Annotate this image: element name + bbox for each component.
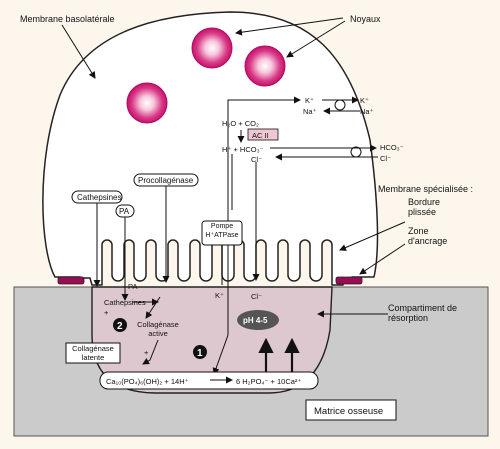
equation-box bbox=[99, 371, 319, 390]
step-1-circle bbox=[193, 345, 207, 359]
bordure-plissee-label: Bordure plissée bbox=[408, 197, 441, 217]
nucleus bbox=[191, 27, 233, 69]
equation-left-text: Ca₁₀(PO₄)₆(OH)₂ + 14H⁺ bbox=[106, 377, 189, 386]
membrane-basolaterale-label: Membrane basolatérale bbox=[20, 14, 115, 24]
cl-out-text: Cl⁻ bbox=[380, 154, 391, 163]
matrice-box bbox=[305, 399, 397, 421]
k-in-text: K⁺ bbox=[305, 96, 314, 105]
cl-in-text: Cl⁻ bbox=[251, 155, 262, 164]
h2o-co2-text: H₂O + CO₂ bbox=[222, 119, 259, 128]
leader-ancrage bbox=[359, 243, 406, 275]
k-out-text: K⁺ bbox=[360, 96, 369, 105]
ph-text: pH 4-5 bbox=[243, 316, 268, 325]
exchanger-circle bbox=[334, 99, 346, 111]
zone-ancrage-fo: Zone d'ancrage bbox=[408, 226, 448, 246]
noyaux-label: Noyaux bbox=[350, 14, 381, 24]
collagenase-latente-label: Collagénase latente bbox=[72, 344, 114, 362]
hco3-out-text: HCO₃⁻ bbox=[380, 143, 404, 152]
nucleus bbox=[244, 45, 286, 87]
collagenase-active-fo: Collagénase active bbox=[137, 320, 179, 338]
anchor-zone-left bbox=[57, 276, 85, 285]
compartiment-label: Compartiment de résorption bbox=[388, 303, 458, 323]
k-na-pathway bbox=[227, 96, 301, 320]
collagenase-latente-box bbox=[65, 342, 121, 364]
leader-bordure bbox=[339, 221, 406, 251]
ac2-text: AC II bbox=[252, 131, 269, 140]
ac2-box bbox=[247, 128, 279, 141]
cl-lacuna-text: Cl⁻ bbox=[251, 292, 262, 301]
leader-membrane bbox=[61, 24, 96, 79]
k-pump-text: K⁺ bbox=[215, 291, 224, 300]
step-1-text: 1 bbox=[197, 348, 203, 359]
leader-noyau bbox=[235, 17, 344, 36]
cathepsines-inner-text: Cathepsines bbox=[104, 298, 146, 307]
bordure-plissee-fo: Bordure plissée bbox=[408, 197, 441, 217]
plus2-text: + bbox=[144, 348, 149, 357]
step-2-circle bbox=[113, 318, 127, 332]
compartiment-fo: Compartiment de résorption bbox=[388, 303, 458, 323]
leader-noyau bbox=[286, 20, 346, 58]
collagenase-latente-fo: Collagénase latente bbox=[72, 344, 114, 362]
h-flow-down bbox=[212, 255, 229, 375]
matrice-label: Matrice osseuse bbox=[314, 406, 383, 417]
ph-oval bbox=[237, 310, 279, 330]
na-out-text: Na⁺ bbox=[360, 107, 374, 116]
pompe-fo: Pompe H⁺ATPase bbox=[205, 223, 239, 239]
nucleus bbox=[126, 82, 168, 124]
step-2-text: 2 bbox=[117, 321, 123, 332]
pa-inner-text: PA bbox=[128, 282, 137, 291]
active-to-matrix bbox=[142, 339, 159, 365]
collagenase-active-label: Collagénase active bbox=[137, 320, 179, 338]
anchor-zone-right bbox=[335, 276, 363, 285]
membrane-specialisee-label: Membrane spécialisée : bbox=[378, 184, 473, 194]
pa-text: PA bbox=[119, 207, 130, 216]
na-in-text: Na⁺ bbox=[303, 107, 317, 116]
procol-to-active bbox=[145, 296, 161, 319]
plus1-text: + bbox=[104, 308, 109, 317]
h-hco3-text: H⁺ + HCO₃⁻ bbox=[222, 145, 264, 154]
pompe-label: Pompe H⁺ATPase bbox=[205, 223, 239, 239]
cathepsines-text: Cathepsines bbox=[77, 193, 121, 202]
procollagenase-text: Procollagénase bbox=[138, 176, 194, 185]
equation-right-text: 6 H₂PO₄⁻ + 10Ca²⁺ bbox=[236, 377, 301, 386]
zone-ancrage-label: Zone d'ancrage bbox=[408, 226, 448, 246]
